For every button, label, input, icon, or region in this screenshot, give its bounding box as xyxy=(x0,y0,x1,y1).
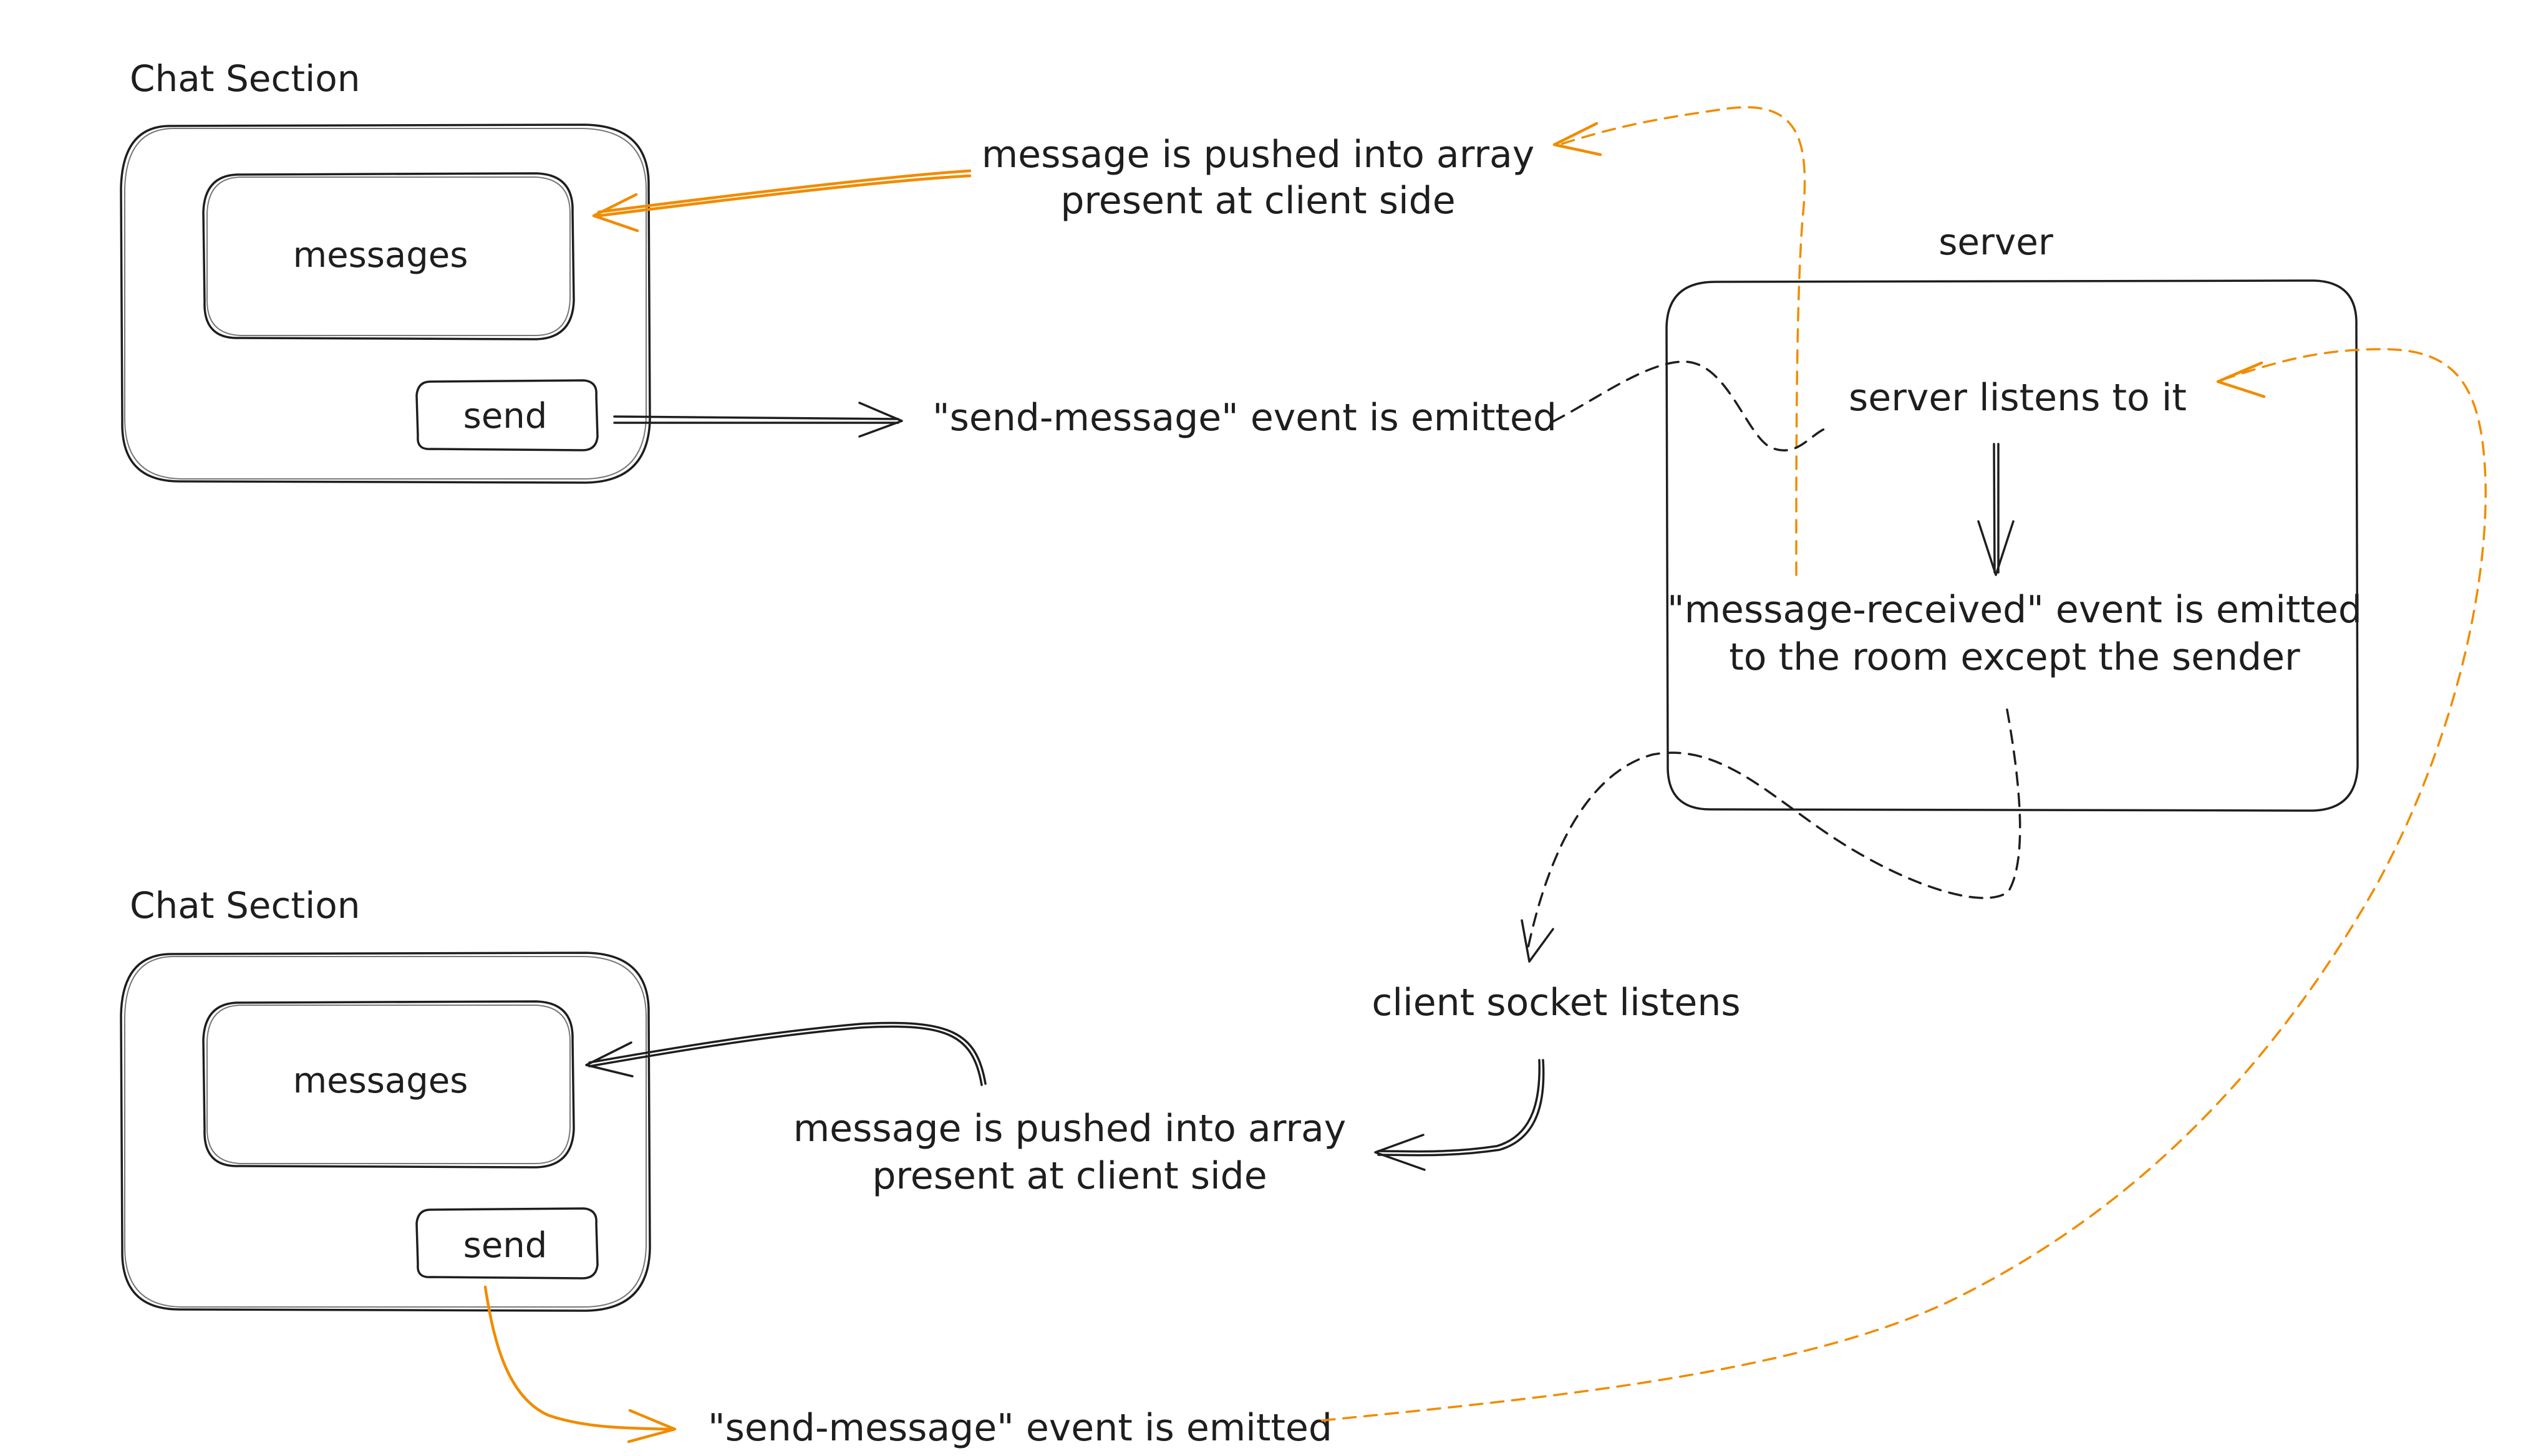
top-send-frame xyxy=(415,379,599,451)
top-push-note-line-1: message is pushed into array xyxy=(982,133,1535,176)
bottom-client-chat-section: Chat Section messages send xyxy=(120,884,651,1312)
server-internal-arrow xyxy=(1977,443,2015,576)
server-block: server server listens to it "message-rec… xyxy=(1665,221,2362,812)
top-emit-note: "send-message" event is emitted xyxy=(932,396,1557,440)
bottom-push-note-line-1: message is pushed into array xyxy=(793,1107,1347,1150)
top-push-arrow xyxy=(592,169,972,233)
top-emit-arrow xyxy=(613,402,903,438)
top-chat-section-frame xyxy=(120,123,651,484)
bottom-emit-to-server-dashed-arrow xyxy=(1321,348,2487,1422)
emit-to-server-dashed-line xyxy=(1552,360,1826,451)
bottom-send-frame xyxy=(415,1207,599,1280)
server-listens-note: server listens to it xyxy=(1849,376,2187,420)
top-messages-panel: messages xyxy=(202,172,575,340)
bottom-send-to-emit-arrow xyxy=(483,1285,677,1444)
bottom-push-arrow xyxy=(585,1021,987,1086)
bottom-push-note-line-2: present at client side xyxy=(872,1154,1267,1198)
server-to-client-socket-dashed-arrow xyxy=(1521,708,2021,963)
top-chat-section-title: Chat Section xyxy=(130,57,360,100)
bottom-messages-label: messages xyxy=(293,1061,468,1101)
top-send-label: send xyxy=(463,396,548,436)
socket-to-bottom-push-arrow xyxy=(1374,1059,1545,1171)
top-push-note-line-2: present at client side xyxy=(1060,179,1455,223)
bottom-send-label: send xyxy=(463,1225,548,1266)
server-received-note-line-1: "message-received" event is emitted xyxy=(1667,588,2362,632)
bottom-chat-section-title: Chat Section xyxy=(130,884,360,927)
top-client-chat-section: Chat Section messages send xyxy=(120,57,651,484)
bottom-messages-frame xyxy=(202,1000,575,1169)
top-messages-label: messages xyxy=(293,235,468,276)
bottom-chat-section-frame xyxy=(120,952,651,1312)
server-received-note-line-2: to the room except the sender xyxy=(1729,635,2300,679)
server-to-top-push-dashed-arrow xyxy=(1552,106,1806,576)
bottom-send-button[interactable]: send xyxy=(415,1207,599,1280)
top-send-button[interactable]: send xyxy=(415,379,599,451)
top-messages-frame xyxy=(202,172,575,340)
bottom-emit-note: "send-message" event is emitted xyxy=(708,1406,1332,1450)
server-title: server xyxy=(1938,221,2053,263)
server-frame xyxy=(1665,279,2359,812)
client-socket-listens-note: client socket listens xyxy=(1372,981,1740,1025)
bottom-messages-panel: messages xyxy=(202,1000,575,1169)
